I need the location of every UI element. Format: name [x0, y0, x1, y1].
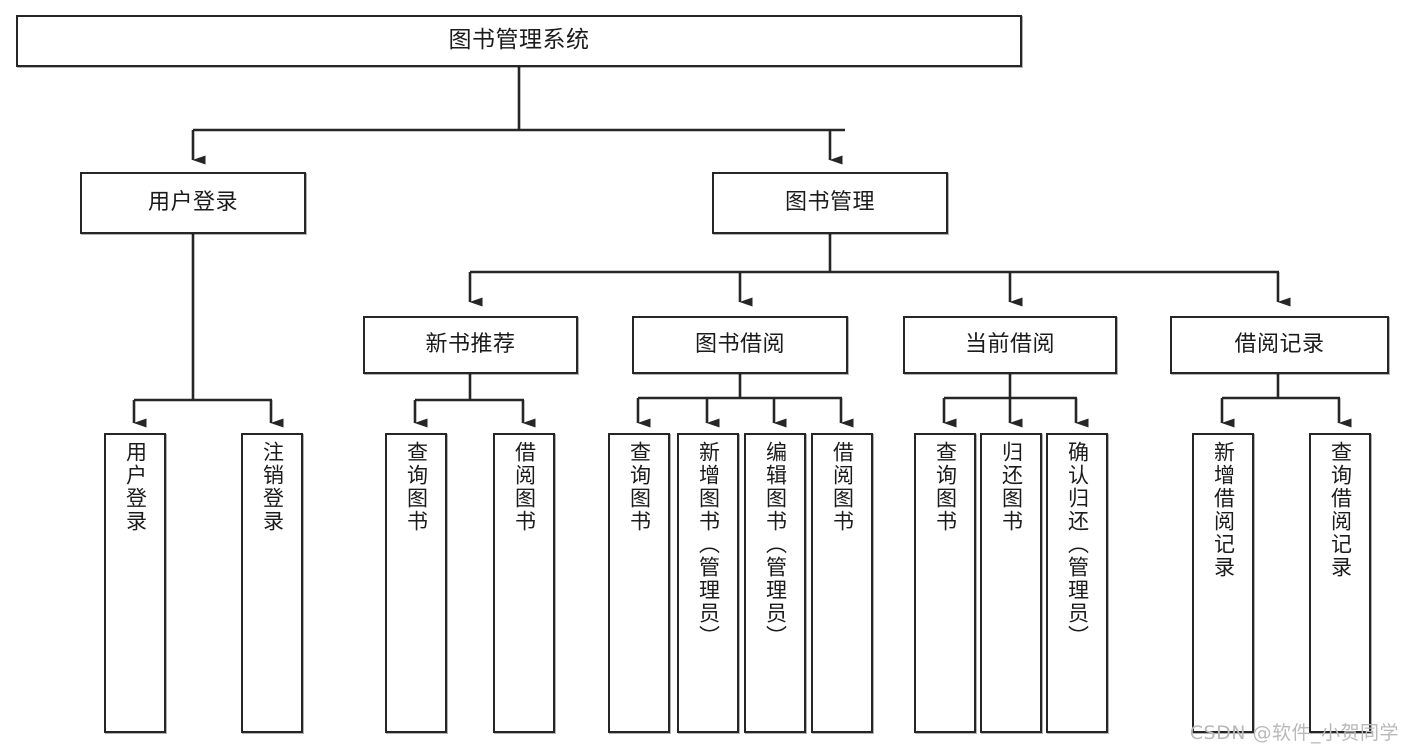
- node-book-borrow[interactable]: 图书借阅: [632, 316, 848, 374]
- node-label: 新增借阅记录: [1211, 441, 1236, 579]
- leaf-book-borrow-add[interactable]: 新增图书（管理员）: [677, 433, 739, 733]
- node-label: 借阅记录: [1234, 331, 1325, 357]
- node-root-system[interactable]: 图书管理系统: [16, 15, 1022, 67]
- leaf-current-borrow-query[interactable]: 查询图书: [914, 433, 976, 733]
- node-label: 归还图书: [999, 441, 1024, 533]
- leaf-user-login-login[interactable]: 用户登录: [104, 433, 166, 733]
- node-book-management[interactable]: 图书管理: [712, 172, 948, 234]
- node-label: 查询借阅记录: [1328, 441, 1353, 579]
- leaf-borrow-record-query[interactable]: 查询借阅记录: [1309, 433, 1371, 733]
- leaf-book-borrow-edit[interactable]: 编辑图书（管理员）: [744, 433, 806, 733]
- csdn-watermark: CSDN @软件_小贺同学: [1189, 722, 1399, 744]
- node-borrow-records[interactable]: 借阅记录: [1170, 316, 1389, 374]
- node-label: 查询图书: [404, 441, 429, 533]
- node-label: 当前借阅: [964, 331, 1055, 357]
- node-label: 图书管理: [784, 189, 875, 215]
- leaf-book-borrow-query[interactable]: 查询图书: [608, 433, 670, 733]
- node-label: 新书推荐: [425, 331, 516, 357]
- leaf-current-borrow-confirm-return[interactable]: 确认归还（管理员）: [1046, 433, 1108, 733]
- leaf-user-login-logout[interactable]: 注销登录: [241, 433, 303, 733]
- node-label: 借阅图书: [512, 441, 537, 533]
- leaf-new-book-borrow[interactable]: 借阅图书: [493, 433, 555, 733]
- node-label: 注销登录: [260, 441, 285, 533]
- leaf-book-borrow-borrow[interactable]: 借阅图书: [811, 433, 873, 733]
- leaf-borrow-record-add[interactable]: 新增借阅记录: [1192, 433, 1254, 733]
- node-label: 新增图书（管理员）: [696, 441, 721, 648]
- leaf-current-borrow-return[interactable]: 归还图书: [980, 433, 1042, 733]
- node-label: 借阅图书: [830, 441, 855, 533]
- node-label: 图书借阅: [694, 331, 785, 357]
- node-new-book-recommend[interactable]: 新书推荐: [363, 316, 578, 374]
- node-label: 编辑图书（管理员）: [763, 441, 788, 648]
- node-label: 图书管理系统: [448, 27, 590, 54]
- node-user-login[interactable]: 用户登录: [80, 172, 306, 234]
- node-label: 确认归还（管理员）: [1065, 441, 1090, 648]
- node-current-borrow[interactable]: 当前借阅: [903, 316, 1117, 374]
- leaf-new-book-query[interactable]: 查询图书: [385, 433, 447, 733]
- node-label: 用户登录: [123, 441, 148, 533]
- node-label: 查询图书: [627, 441, 652, 533]
- node-label: 用户登录: [147, 189, 238, 215]
- node-label: 查询图书: [933, 441, 958, 533]
